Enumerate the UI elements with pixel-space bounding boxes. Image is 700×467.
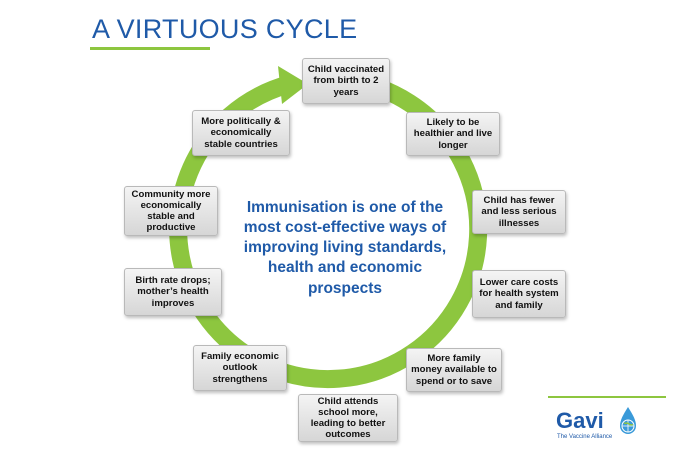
gavi-logo: Gavi The Vaccine Alliance <box>556 406 666 446</box>
cycle-node-1: Child vaccinated from birth to 2 years <box>302 58 390 104</box>
globe-drop-icon <box>620 407 636 434</box>
cycle-node-2: Likely to be healthier and live longer <box>406 112 500 156</box>
cycle-arrowhead <box>278 66 308 104</box>
footer-rule <box>548 396 666 398</box>
cycle-node-5: More family money available to spend or … <box>406 348 502 392</box>
cycle-node-3: Child has fewer and less serious illness… <box>472 190 566 234</box>
cycle-node-8: Birth rate drops; mother’s health improv… <box>124 268 222 316</box>
center-statement: Immunisation is one of the most cost-eff… <box>243 199 447 297</box>
cycle-node-4: Lower care costs for health system and f… <box>472 270 566 318</box>
logo-tagline: The Vaccine Alliance <box>557 434 613 440</box>
cycle-node-10: More politically & economically stable c… <box>192 110 290 156</box>
cycle-node-6: Child attends school more, leading to be… <box>298 394 398 442</box>
logo-wordmark: Gavi <box>556 408 604 433</box>
cycle-node-9: Community more economically stable and p… <box>124 186 218 236</box>
title-underline <box>90 47 210 50</box>
page-title: A VIRTUOUS CYCLE <box>92 14 358 44</box>
cycle-node-7: Family economic outlook strengthens <box>193 345 287 391</box>
